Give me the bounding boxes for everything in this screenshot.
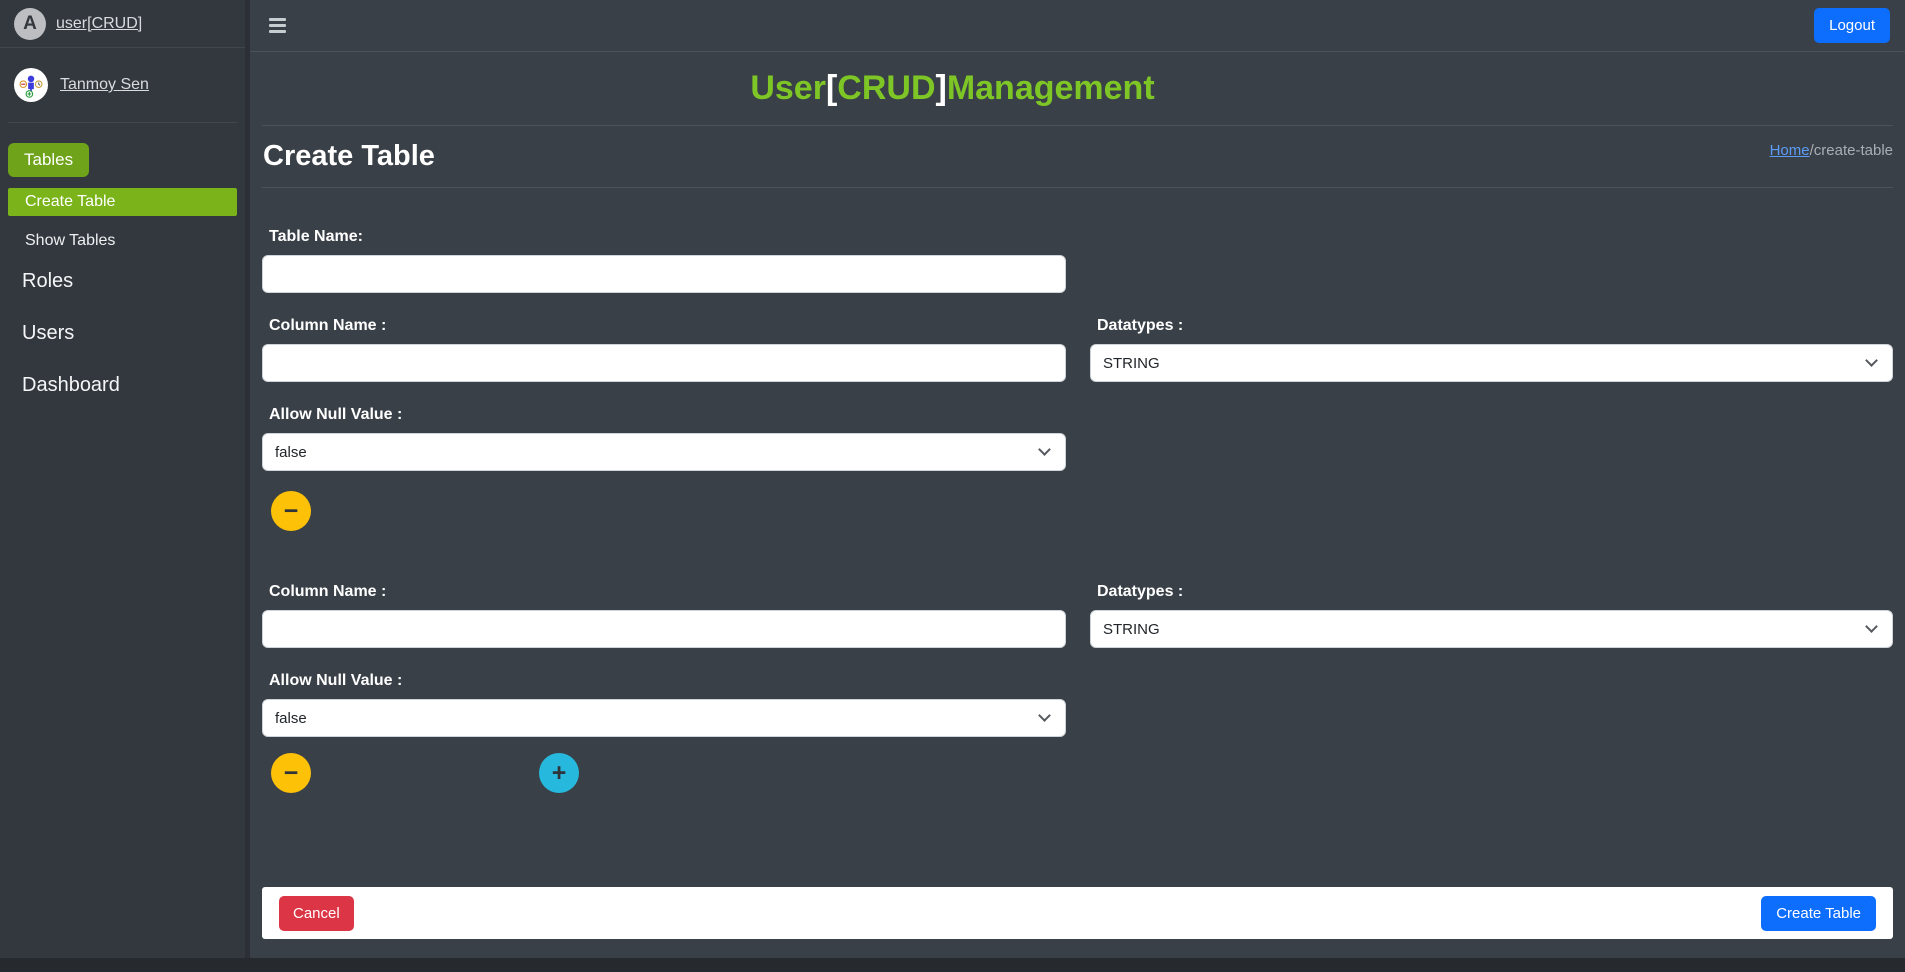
allow-null-select-2[interactable]: false	[262, 699, 1066, 737]
app-title-user: User	[750, 69, 826, 107]
allow-null-label-1: Allow Null Value :	[269, 406, 403, 423]
allow-null-label-2: Allow Null Value :	[269, 672, 403, 689]
breadcrumb: Home/create-table	[1770, 142, 1893, 171]
allow-null-select-wrap-2: false	[262, 699, 1066, 737]
topbar: Logout	[250, 0, 1905, 52]
remove-column-button-1[interactable]: −	[271, 491, 311, 531]
datatype-group-2: Datatypes : STRING	[1090, 583, 1893, 648]
logout-button[interactable]: Logout	[1814, 8, 1890, 43]
row-actions-1: −	[271, 491, 1893, 531]
column-group-2: Column Name : Datatypes : STRING	[262, 583, 1893, 648]
sidebar-tables-button[interactable]: Tables	[8, 143, 90, 177]
form-footer-bar: Cancel Create Table	[262, 887, 1893, 939]
allow-null-group-2: Allow Null Value : false	[262, 672, 1066, 737]
column-name-input-1[interactable]	[262, 344, 1066, 382]
column-group-1: Column Name : Datatypes : STRING	[262, 317, 1893, 382]
app-title-bracket-open: [	[825, 69, 838, 107]
table-name-input[interactable]	[262, 255, 1066, 293]
remove-column-button-2[interactable]: −	[271, 753, 311, 793]
add-column-button[interactable]: +	[539, 753, 579, 793]
allow-null-select-wrap-1: false	[262, 433, 1066, 471]
sidebar-divider	[8, 122, 237, 123]
breadcrumb-current: create-table	[1813, 142, 1893, 159]
sidebar: A user[CRUD] Tanmoy Sen Tables	[0, 0, 250, 958]
user-row: Tanmoy Sen	[0, 48, 245, 122]
allow-null-group-1: Allow Null Value : false	[262, 406, 1066, 471]
cancel-button[interactable]: Cancel	[279, 895, 354, 931]
row-actions-2: − +	[271, 753, 1893, 793]
app-title-crud: CRUD	[837, 69, 936, 107]
app-title: User[CRUD]Management	[750, 69, 1154, 108]
datatypes-label-2: Datatypes :	[1097, 583, 1184, 600]
sidebar-item-create-table[interactable]: Create Table	[8, 188, 237, 216]
column-name-group-1: Column Name :	[262, 317, 1066, 382]
page-content: Table Name: Column Name : Datatypes : ST…	[250, 188, 1905, 958]
sidebar-nav: Tables Create Table Show Tables Roles Us…	[0, 123, 245, 411]
brand-row: A user[CRUD]	[0, 0, 245, 48]
user-avatar-icon	[14, 68, 48, 102]
sidebar-item-users[interactable]: Users	[22, 322, 75, 344]
app-logo-icon: A	[14, 7, 46, 40]
title-banner: User[CRUD]Management	[262, 52, 1893, 126]
datatype-select-2[interactable]: STRING	[1090, 610, 1893, 648]
app-title-bracket-close: ]	[935, 69, 947, 107]
column-name-label-2: Column Name :	[269, 583, 387, 600]
datatype-select-wrap-2: STRING	[1090, 610, 1893, 648]
column-name-group-2: Column Name :	[262, 583, 1066, 648]
breadcrumb-home-link[interactable]: Home	[1769, 142, 1810, 159]
sidebar-item-show-tables[interactable]: Show Tables	[25, 232, 116, 249]
column-name-label-1: Column Name :	[269, 317, 387, 334]
datatypes-label-1: Datatypes :	[1097, 317, 1184, 334]
table-name-group: Table Name:	[262, 228, 1893, 293]
app-title-management: Management	[946, 69, 1155, 107]
allow-null-select-1[interactable]: false	[262, 433, 1066, 471]
breadcrumb-separator: /	[1809, 142, 1814, 159]
page-header: Create Table Home/create-table	[262, 126, 1893, 188]
sidebar-item-roles[interactable]: Roles	[22, 270, 74, 292]
datatype-group-1: Datatypes : STRING	[1090, 317, 1893, 382]
create-table-button[interactable]: Create Table	[1761, 895, 1876, 931]
column-name-input-2[interactable]	[262, 610, 1066, 648]
user-name-link[interactable]: Tanmoy Sen	[60, 76, 149, 93]
datatype-select-1[interactable]: STRING	[1090, 344, 1893, 382]
brand-link[interactable]: user[CRUD]	[56, 14, 143, 32]
table-name-label: Table Name:	[269, 228, 363, 245]
datatype-select-wrap-1: STRING	[1090, 344, 1893, 382]
hamburger-menu-icon[interactable]	[265, 14, 290, 37]
create-table-form: Table Name: Column Name : Datatypes : ST…	[262, 228, 1893, 939]
sidebar-item-dashboard[interactable]: Dashboard	[22, 374, 120, 396]
page-title: Create Table	[263, 140, 435, 172]
main-area: Logout User[CRUD]Management Create Table…	[250, 0, 1905, 958]
